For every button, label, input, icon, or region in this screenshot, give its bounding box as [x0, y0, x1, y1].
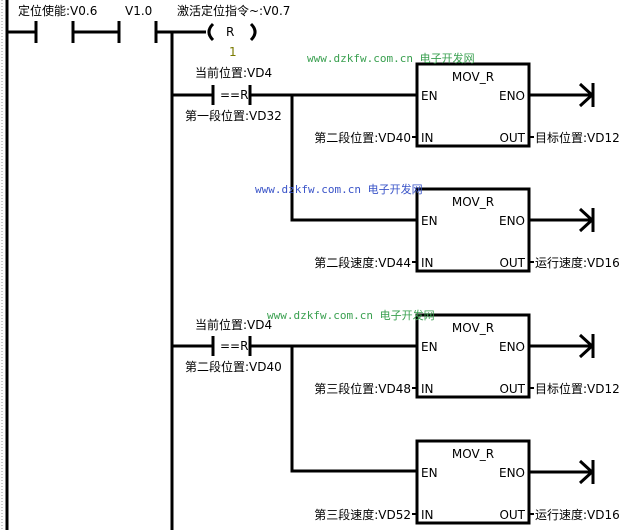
block-frame [415, 439, 531, 525]
out-operand-label: 目标位置:VD12 [535, 130, 620, 145]
pin-out: OUT [499, 382, 525, 396]
out-operand-label: 目标位置:VD12 [535, 381, 620, 396]
wire-branch-2 [290, 346, 417, 473]
pin-en: EN [421, 466, 438, 480]
coil-type: R [226, 25, 234, 39]
compare-2-bottom: 第二段位置:VD40 [185, 359, 282, 374]
block-frame [415, 62, 531, 148]
pin-in: IN [421, 508, 434, 522]
block-title: MOV_R [452, 321, 494, 335]
in-operand-label: 第三段速度:VD52 [314, 507, 411, 522]
compare-1-op: ==R [220, 88, 248, 102]
pin-out: OUT [499, 131, 525, 145]
pin-en: EN [421, 89, 438, 103]
watermark: www.dzkfw.com.cn 电子开发网 [255, 182, 423, 196]
in-operand-label: 第三段位置:VD48 [314, 381, 411, 396]
compare-contact-1[interactable]: ==R 当前位置:VD4 第一段位置:VD32 [172, 65, 282, 123]
out-operand-label: 运行速度:VD16 [535, 255, 620, 270]
pin-out: OUT [499, 508, 525, 522]
pin-in: IN [421, 382, 434, 396]
pin-in: IN [421, 131, 434, 145]
mov-r-block[interactable]: MOV_R EN ENO IN OUT 第三段速度:VD52 运行速度:VD16 [314, 439, 620, 525]
coil-count: 1 [229, 45, 237, 59]
watermark-text: www.dzkfw.com.cn 电子开发网 [267, 308, 435, 322]
block-title: MOV_R [452, 70, 494, 84]
reset-coil[interactable]: R 1 激活定位指令~:V0.7 [177, 3, 290, 59]
mov-r-block[interactable]: MOV_R EN ENO IN OUT 第三段位置:VD48 目标位置:VD12 [314, 313, 620, 399]
compare-2-op: ==R [220, 339, 248, 353]
in-operand-label: 第二段速度:VD44 [314, 255, 411, 270]
pin-eno: ENO [499, 340, 525, 354]
pin-in: IN [421, 256, 434, 270]
compare-contact-2[interactable]: ==R 当前位置:VD4 第二段位置:VD40 [172, 317, 282, 374]
block-title: MOV_R [452, 447, 494, 461]
watermark: www.dzkfw.com.cn 电子开发网 [267, 308, 435, 322]
contact-v1-0-label: V1.0 [125, 4, 152, 18]
out-operand-label: 运行速度:VD16 [535, 507, 620, 522]
compare-1-top: 当前位置:VD4 [195, 65, 272, 80]
watermark-text: www.dzkfw.com.cn 电子开发网 [255, 182, 423, 196]
in-operand-label: 第二段位置:VD40 [314, 130, 411, 145]
wire-branch-1 [290, 95, 417, 222]
watermark-text: www.dzkfw.com.cn 电子开发网 [307, 51, 475, 65]
contact-enable[interactable]: 定位使能:V0.6 [7, 3, 97, 43]
block-frame [415, 313, 531, 399]
watermark: www.dzkfw.com.cn 电子开发网 [307, 51, 475, 65]
pin-eno: ENO [499, 89, 525, 103]
compare-1-bottom: 第一段位置:VD32 [185, 108, 282, 123]
pin-en: EN [421, 214, 438, 228]
contact-v1-0[interactable]: V1.0 [117, 4, 158, 43]
coil-label: 激活定位指令~:V0.7 [177, 3, 290, 18]
pin-out: OUT [499, 256, 525, 270]
pin-en: EN [421, 340, 438, 354]
mov-r-block[interactable]: MOV_R EN ENO IN OUT 第二段速度:VD44 运行速度:VD16 [314, 187, 620, 273]
pin-eno: ENO [499, 214, 525, 228]
block-frame [415, 187, 531, 273]
pin-eno: ENO [499, 466, 525, 480]
compare-2-top: 当前位置:VD4 [195, 317, 272, 332]
contact-enable-label: 定位使能:V0.6 [18, 3, 97, 18]
block-title: MOV_R [452, 195, 494, 209]
mov-r-block[interactable]: MOV_R EN ENO IN OUT 第二段位置:VD40 目标位置:VD12 [314, 62, 620, 148]
